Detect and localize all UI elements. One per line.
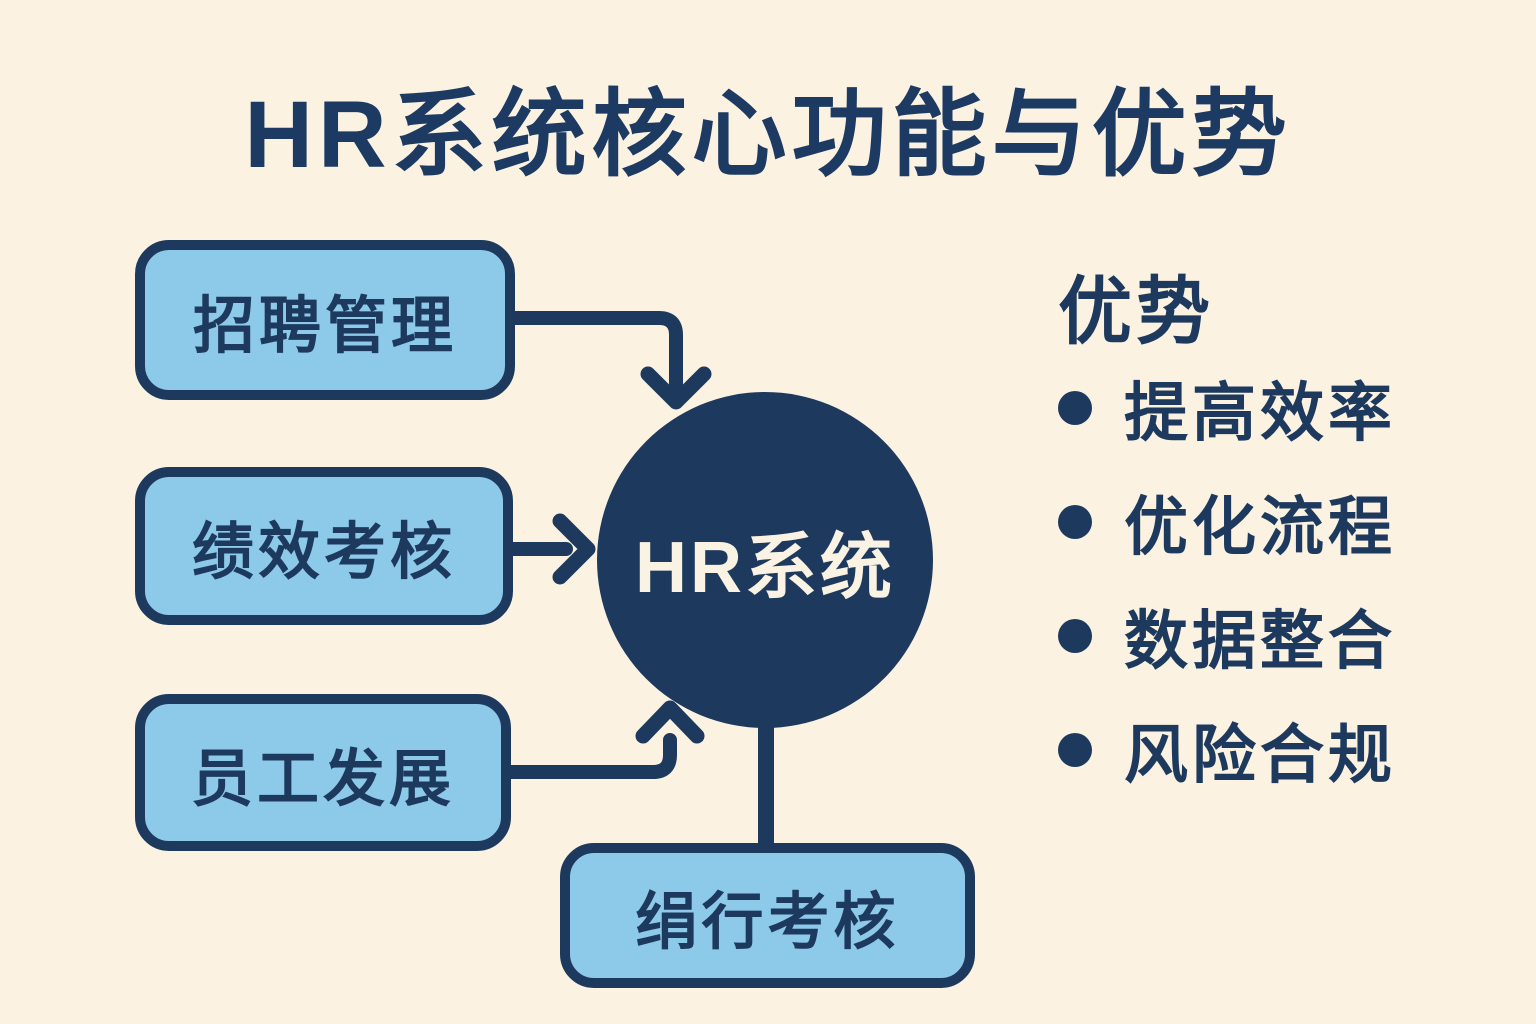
advantage-item-label: 数据整合 (1124, 605, 1396, 677)
advantage-item: 数据整合 (1058, 600, 1396, 677)
bullet-dot-icon (1058, 733, 1092, 767)
advantages-heading: 优势 (1058, 270, 1214, 353)
arrow-right-icon (552, 513, 596, 585)
advantage-item-label: 优化流程 (1124, 491, 1396, 563)
advantage-item-label: 提高效率 (1124, 377, 1396, 449)
bullet-dot-icon (1058, 619, 1092, 653)
node-operation-label: 绢行考核 (635, 887, 900, 957)
node-development: 员工发展 (135, 694, 511, 851)
advantage-item: 优化流程 (1058, 486, 1396, 563)
node-development-label: 员工发展 (190, 744, 455, 814)
advantage-item-label: 风险合规 (1124, 719, 1396, 791)
connector-recruitment-to-hub (508, 311, 683, 397)
bullet-dot-icon (1058, 505, 1092, 539)
arrow-up-icon (635, 700, 705, 744)
arrow-down-icon (640, 366, 712, 410)
advantages-list: 提高效率 优化流程 数据整合 风险合规 (1058, 372, 1396, 828)
advantage-item: 提高效率 (1058, 372, 1396, 449)
node-operation: 绢行考核 (560, 843, 975, 988)
connector-development-to-hub (503, 733, 677, 779)
node-recruitment: 招聘管理 (135, 240, 515, 400)
node-recruitment-label: 招聘管理 (192, 292, 457, 361)
hub-label: HR系统 (635, 527, 895, 608)
node-performance: 绩效考核 (135, 467, 513, 625)
page-title: HR系统核心功能与优势 (244, 82, 1292, 188)
node-hr-system-hub: HR系统 (597, 392, 933, 728)
advantage-item: 风险合规 (1058, 714, 1396, 791)
node-performance-label: 绩效考核 (191, 518, 456, 587)
bullet-dot-icon (1058, 391, 1092, 425)
